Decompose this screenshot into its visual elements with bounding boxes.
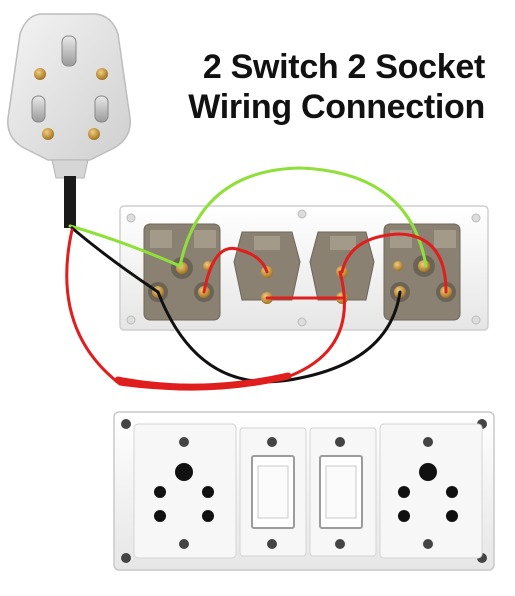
live-pin [31, 95, 46, 123]
screw-icon [121, 553, 131, 563]
earth-pin [61, 35, 77, 67]
board-back-view [119, 205, 489, 331]
screw-icon [96, 68, 108, 80]
socket-icon [379, 423, 483, 559]
screw-icon [88, 128, 100, 140]
switch-icon[interactable] [239, 427, 307, 557]
phase-link-left-socket [202, 247, 269, 294]
screw-icon [34, 68, 46, 80]
screw-icon [42, 128, 54, 140]
neutral-wire [70, 226, 160, 294]
earth-wire [68, 224, 182, 268]
power-cable [64, 176, 76, 228]
title-line-2: Wiring Connection [188, 88, 485, 126]
title-line-1: 2 Switch 2 Socket [202, 48, 485, 86]
socket-icon [133, 423, 237, 559]
board-front-view [113, 411, 495, 571]
switch-icon[interactable] [309, 427, 377, 557]
neutral-wire-loop [156, 290, 402, 384]
three-pin-plug-icon [7, 13, 131, 228]
screw-icon [121, 419, 131, 429]
wires [65, 166, 448, 391]
phase-sleeve [114, 372, 292, 391]
earth-wire-loop [178, 166, 428, 268]
switch-back-1 [233, 231, 301, 304]
phase-link-right-socket [340, 232, 448, 294]
neutral-pin [94, 95, 109, 123]
